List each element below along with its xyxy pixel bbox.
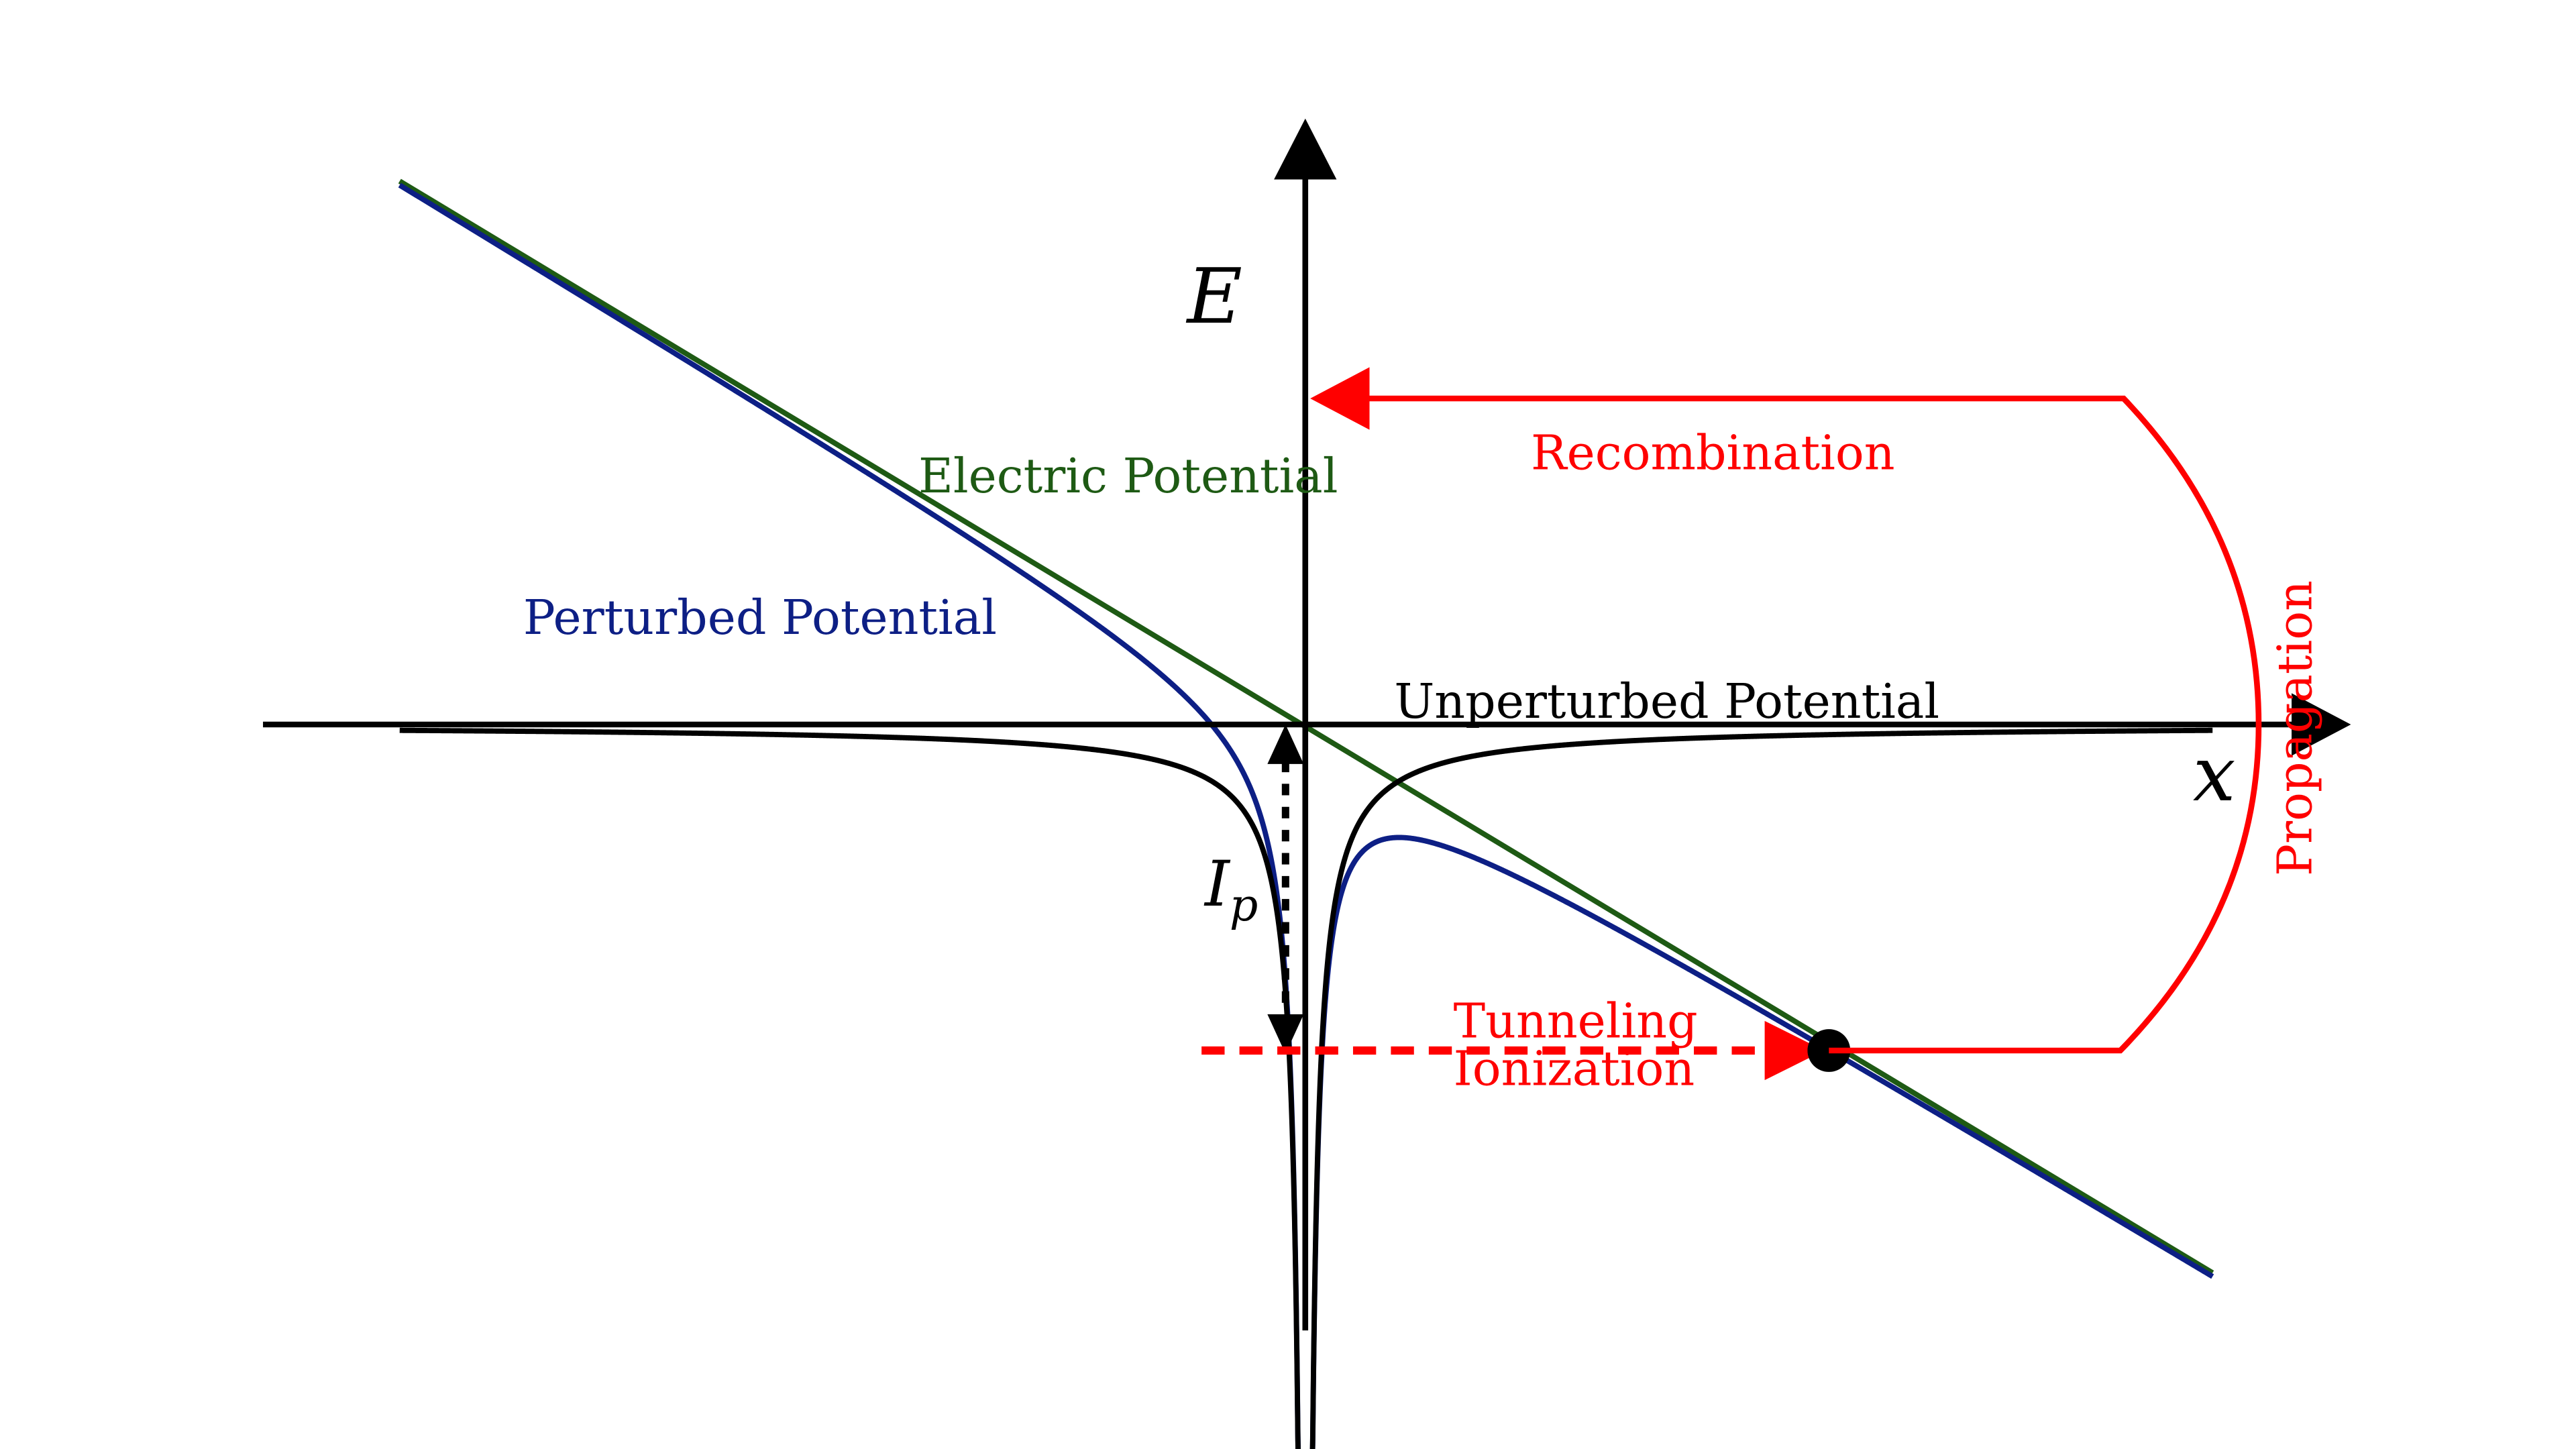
tunneling-label: Tunneling — [1454, 993, 1698, 1049]
tunneling-arrowhead-icon — [1764, 1020, 1824, 1081]
x-axis-arrowhead-icon — [2292, 693, 2351, 756]
x-axis-label: x — [2193, 730, 2236, 818]
propagation-path — [1366, 395, 2262, 1054]
unperturbed-potential-left-curve — [399, 727, 1301, 1449]
ip-label-subscript: p — [1230, 879, 1258, 931]
ip-arrowhead-up-icon — [1267, 724, 1304, 764]
ip-arrowhead-down-icon — [1267, 1014, 1304, 1054]
electric-potential-label: Electric Potential — [918, 448, 1338, 504]
perturbed-potential-label: Perturbed Potential — [523, 590, 997, 645]
y-axis-arrowhead-icon — [1274, 118, 1337, 180]
ionization-label: Ionization — [1454, 1041, 1695, 1097]
perturbed-potential-left-curve — [398, 182, 1301, 1449]
unperturbed-potential-label: Unperturbed Potential — [1394, 674, 1939, 729]
recombination-label: Recombination — [1531, 425, 1895, 481]
perturbed-potential-right-curve — [1309, 835, 2214, 1449]
unperturbed-potential-right-curve — [1309, 727, 2213, 1449]
propagation-label: Propagation — [2267, 580, 2323, 876]
ip-label-main: I — [1203, 847, 1231, 920]
recombination-arrowhead-icon — [1310, 367, 1370, 430]
y-axis-label: E — [1186, 252, 1242, 341]
ip-label: Ip — [1203, 847, 1258, 931]
